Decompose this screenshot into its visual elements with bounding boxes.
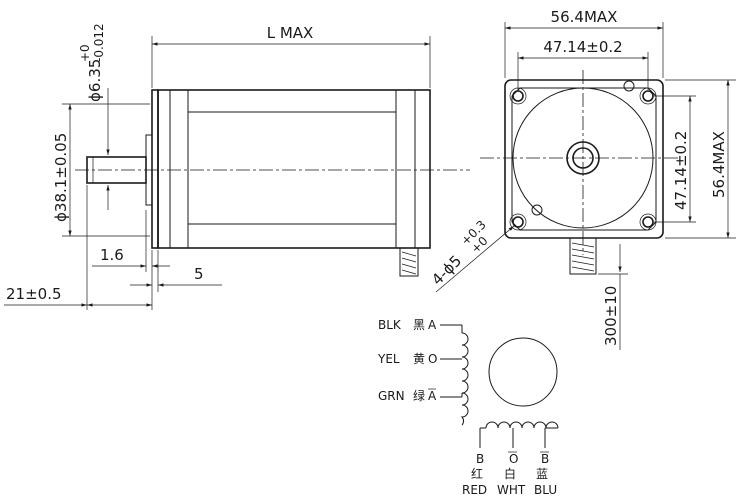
hole-spacing-v-label: 47.14±0.2 bbox=[672, 131, 690, 210]
shaft-tol-lower: -0.012 bbox=[92, 23, 106, 62]
length-label: L MAX bbox=[267, 24, 314, 42]
mount-hole-tr bbox=[639, 87, 657, 105]
coil-b-right-en: BLU bbox=[534, 483, 557, 497]
side-view bbox=[75, 89, 470, 277]
mount-hole-tl bbox=[509, 87, 527, 105]
coil-b-mid-cn: 白 bbox=[504, 466, 516, 481]
dim-frame-height: 56.4MAX bbox=[665, 79, 736, 239]
coil-b-left-en: RED bbox=[462, 483, 487, 497]
coil-a-mid-en: YEL bbox=[377, 352, 400, 366]
lead-length-label: 300±10 bbox=[602, 286, 620, 346]
hole-spacing-h-label: 47.14±0.2 bbox=[543, 38, 622, 56]
boss-height-label: 1.6 bbox=[100, 246, 124, 264]
dim-flange-thickness: 5 bbox=[130, 250, 222, 292]
frame-width-label: 56.4MAX bbox=[551, 8, 618, 26]
dim-boss-height: 1.6 bbox=[92, 210, 170, 310]
dim-hole-spacing-v: 47.14±0.2 bbox=[654, 95, 696, 223]
frame-height-label: 56.4MAX bbox=[710, 131, 728, 198]
boss-diameter-label: ϕ38.1±0.05 bbox=[52, 133, 70, 222]
dim-shaft-length: 21±0.5 bbox=[4, 185, 152, 310]
front-lead-wires bbox=[569, 237, 597, 275]
coil-b-right-cn: 蓝 bbox=[536, 467, 548, 481]
coil-a-bot-cn: 绿 bbox=[413, 388, 425, 403]
dim-frame-width: 56.4MAX bbox=[504, 8, 664, 78]
coil-a-mid-cn: 黄 bbox=[413, 352, 425, 366]
shaft-diameter-label: ϕ6.35 bbox=[86, 59, 104, 102]
coil-a-bot-en: GRN bbox=[378, 389, 405, 403]
mount-hole-bl bbox=[509, 213, 527, 231]
side-lead-wires bbox=[399, 247, 419, 277]
dim-length: L MAX bbox=[151, 24, 431, 88]
coil-a-top-cn: 黑 bbox=[413, 318, 425, 332]
flange-plate bbox=[151, 89, 159, 249]
shaft-length-label: 21±0.5 bbox=[6, 285, 62, 303]
coil-b-mid-phase: O bbox=[509, 452, 518, 466]
dim-shaft-diameter: ϕ6.35 +0 -0.012 bbox=[78, 23, 110, 210]
coil-a-bot-phase: A bbox=[428, 389, 437, 403]
coil-a-mid-phase: O bbox=[428, 352, 437, 366]
motor-body bbox=[157, 89, 431, 249]
shaft-tol-upper: +0 bbox=[78, 44, 92, 62]
screw-top bbox=[623, 80, 635, 92]
coil-b: B 红 RED O 白 WHT B 蓝 BLU bbox=[462, 421, 559, 497]
front-frame bbox=[504, 79, 664, 239]
screw-bottom bbox=[531, 204, 543, 216]
rotor-symbol bbox=[488, 337, 558, 407]
coil-b-mid-en: WHT bbox=[497, 483, 526, 497]
wiring-diagram: BLK 黑 A YEL 黄 O GRN 绿 A B 红 RED O 白 WHT bbox=[377, 318, 559, 497]
front-view bbox=[480, 70, 680, 275]
dim-lead-length: 300±10 bbox=[598, 244, 628, 350]
coil-a-top-en: BLK bbox=[378, 318, 402, 332]
coil-a-top-phase: A bbox=[428, 318, 437, 332]
mount-hole-br bbox=[639, 213, 657, 231]
flange-thickness-label: 5 bbox=[194, 265, 204, 283]
dim-hole-spacing-h: 47.14±0.2 bbox=[517, 38, 649, 90]
coil-b-right-phase: B bbox=[541, 452, 549, 466]
coil-a: BLK 黑 A YEL 黄 O GRN 绿 A bbox=[377, 318, 469, 426]
dim-boss-diameter: ϕ38.1±0.05 bbox=[52, 103, 150, 237]
coil-b-left-phase: B bbox=[476, 452, 484, 466]
coil-b-left-cn: 红 bbox=[471, 466, 483, 481]
dim-mount-holes: 4-ϕ5 +0.3 +0 bbox=[428, 218, 515, 293]
